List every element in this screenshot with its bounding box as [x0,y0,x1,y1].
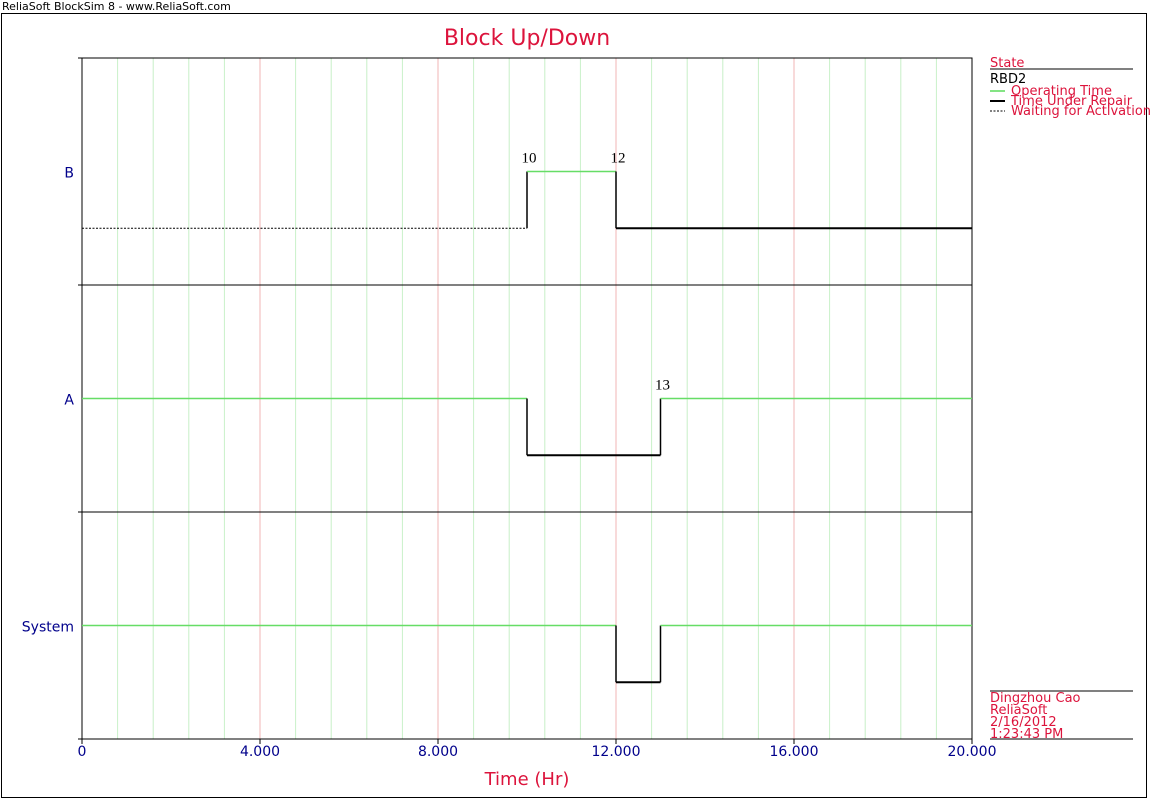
row-label: A [64,393,74,409]
time-annotation: 12 [611,151,626,167]
footer-line: 2/16/2012 [990,715,1057,730]
row-label: B [64,166,74,182]
footer-line: 1:23:43 PM [990,727,1063,742]
legend-label-waiting: Waiting for Activation [1011,104,1150,119]
time-annotation: 13 [655,378,670,394]
chart-title: Block Up/Down [444,26,610,51]
footer-line: Dingzhou Cao [990,691,1081,706]
footer-line: ReliaSoft [990,703,1047,718]
x-tick-label: 16.000 [770,744,819,760]
x-tick-label: 4.000 [240,744,280,760]
x-axis-label: Time (Hr) [484,769,570,790]
chart-frame [1,13,1147,798]
legend-label-repair: Time Under Repair [1010,94,1133,109]
x-tick-label: 8.000 [418,744,458,760]
legend-subtitle: RBD2 [990,72,1026,87]
x-tick-label: 20.000 [948,744,997,760]
legend-label-operating: Operating Time [1011,84,1112,99]
x-tick-label: 0 [78,744,87,760]
legend-header: State [990,56,1024,71]
window-title: ReliaSoft BlockSim 8 - www.ReliaSoft.com [2,0,231,13]
time-annotation: 10 [522,151,537,167]
x-tick-label: 12.000 [592,744,641,760]
row-label: System [22,620,74,636]
